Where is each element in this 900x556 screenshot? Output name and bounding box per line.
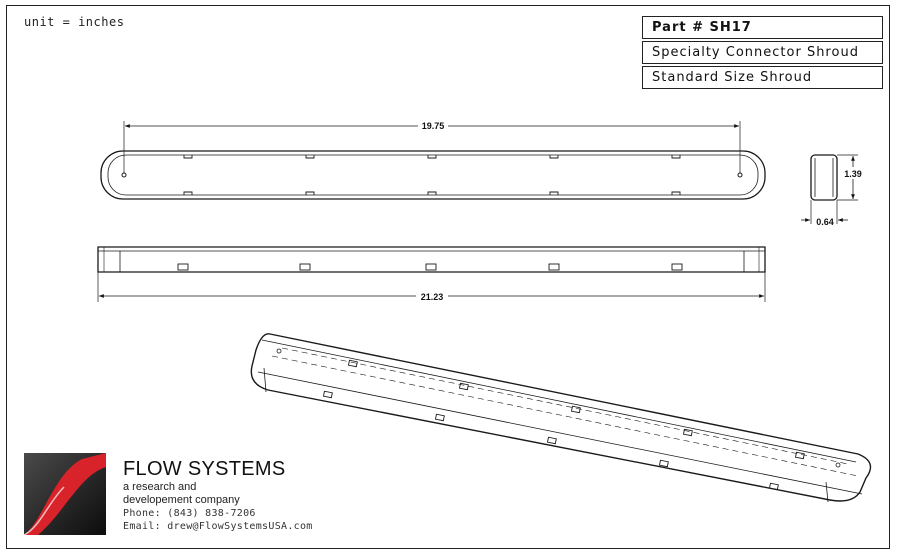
dim-top-length: 19.75 <box>422 121 445 131</box>
end-view <box>801 154 858 224</box>
part-size: Standard Size Shroud <box>642 66 883 89</box>
mounting-hole-left <box>121 172 127 178</box>
top-view-outline <box>100 150 766 200</box>
iso-tabs <box>322 359 805 491</box>
company-name: FLOW SYSTEMS <box>123 458 286 480</box>
top-view <box>100 121 766 200</box>
company-tagline-2: developement company <box>123 494 240 506</box>
company-tagline-1: a research and <box>123 481 197 493</box>
title-block: Part # SH17 Specialty Connector Shroud S… <box>642 16 883 91</box>
company-phone: Phone: (843) 838-7206 <box>123 508 256 519</box>
front-view-tabs <box>177 263 683 271</box>
dim-width: 0.64 <box>816 217 834 227</box>
iso-top-outline <box>250 333 872 502</box>
unit-note: unit = inches <box>24 15 125 29</box>
company-email[interactable]: Email: drew@FlowSystemsUSA.com <box>123 521 313 532</box>
flow-systems-logo <box>24 453 106 535</box>
part-description: Specialty Connector Shroud <box>642 41 883 64</box>
top-view-inner <box>107 154 759 196</box>
isometric-view <box>250 333 872 503</box>
dim-height: 1.39 <box>844 169 862 179</box>
drawing-sheet <box>6 5 890 549</box>
mounting-hole-right <box>737 172 743 178</box>
company-info: FLOW SYSTEMS a research and developement… <box>123 458 313 533</box>
top-view-tabs <box>183 155 681 195</box>
part-number: Part # SH17 <box>642 16 883 39</box>
dim-overall-length: 21.23 <box>421 292 444 302</box>
